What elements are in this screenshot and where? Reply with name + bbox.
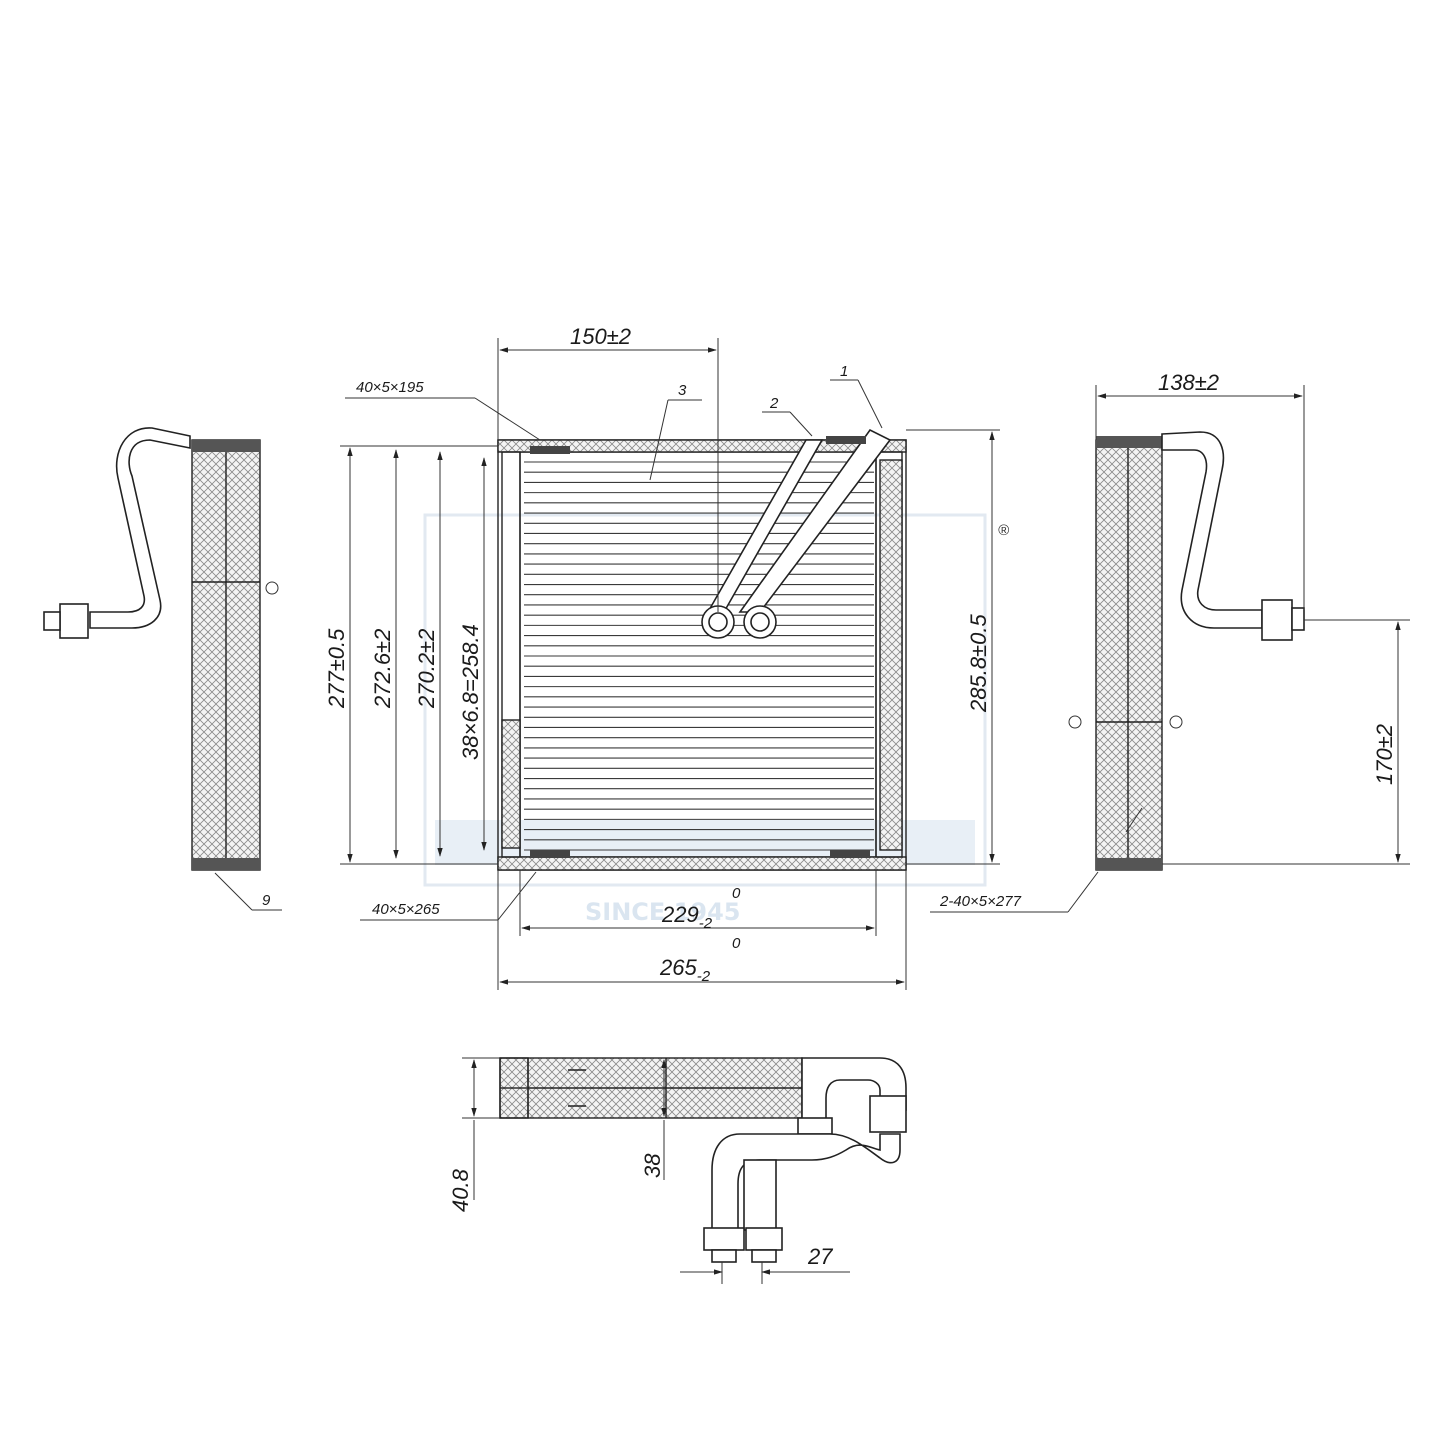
left-refrigerant-pipe (89, 427, 191, 629)
callout-3: 3 (678, 382, 687, 399)
dim-core-width-up: 0 (732, 885, 741, 902)
callout-side-plates: 2-40×5×277 (939, 893, 1022, 910)
left-side-view: 9 (43, 427, 282, 911)
right-core-hatched (1095, 439, 1163, 871)
dim-depth-38: 38 (640, 1153, 665, 1178)
dim-total-width-up: 0 (732, 935, 741, 952)
front-dimensions: 150±2 277±0.5 272.6±2 270.2±2 38×6.8=258… (324, 324, 1000, 990)
bottom-view (499, 1057, 907, 1263)
evaporator-frame (497, 439, 907, 871)
watermark-since: SINCE 1945 (585, 898, 740, 926)
dim-total-width-base: 265 (659, 955, 697, 980)
dim-height-285: 285.8±0.5 (966, 614, 991, 713)
dim-total-width: 265-2 (659, 955, 711, 985)
dim-total-width-tol: -2 (697, 968, 711, 985)
callout-1: 1 (840, 363, 848, 380)
left-pipe-fitting (59, 603, 89, 639)
dim-height-270: 270.2±2 (414, 629, 439, 709)
right-pipe-fitting (1261, 599, 1293, 641)
right-side-view (1068, 431, 1305, 871)
callout-top-plate: 40×5×195 (356, 379, 424, 396)
callout-2: 2 (769, 395, 779, 412)
right-dimensions: 138±2 170±2 2-40×5×277 (930, 370, 1410, 913)
front-callouts: 3 2 1 40×5×195 40×5×265 (345, 363, 883, 921)
dim-height-277: 277±0.5 (324, 628, 349, 709)
bottom-dimensions: 40.8 38 27 (448, 1057, 850, 1284)
dim-pipe-spacing: 27 (807, 1244, 833, 1269)
dim-core-width-base: 229 (661, 902, 699, 927)
dim-fin-pitch: 38×6.8=258.4 (458, 624, 483, 760)
dim-height-272: 272.6±2 (370, 629, 395, 709)
registered-mark: ® (998, 522, 1010, 539)
right-refrigerant-pipe (1161, 431, 1263, 629)
callout-9: 9 (262, 892, 271, 909)
dim-tank-offset: 150±2 (570, 324, 631, 349)
front-view (497, 428, 907, 871)
dim-outlet-height: 170±2 (1372, 724, 1397, 785)
callout-bottom-plate: 40×5×265 (372, 901, 440, 918)
dim-side-depth: 138±2 (1158, 370, 1219, 395)
bottom-pipe-bend (801, 1057, 907, 1129)
dim-core-width-tol: -2 (699, 915, 713, 932)
dim-depth-408: 40.8 (448, 1168, 473, 1212)
bottom-plate (497, 856, 907, 871)
dim-core-width: 229-2 (661, 902, 713, 932)
fin-array (524, 461, 874, 851)
bottom-lower-pipe (711, 1133, 901, 1231)
